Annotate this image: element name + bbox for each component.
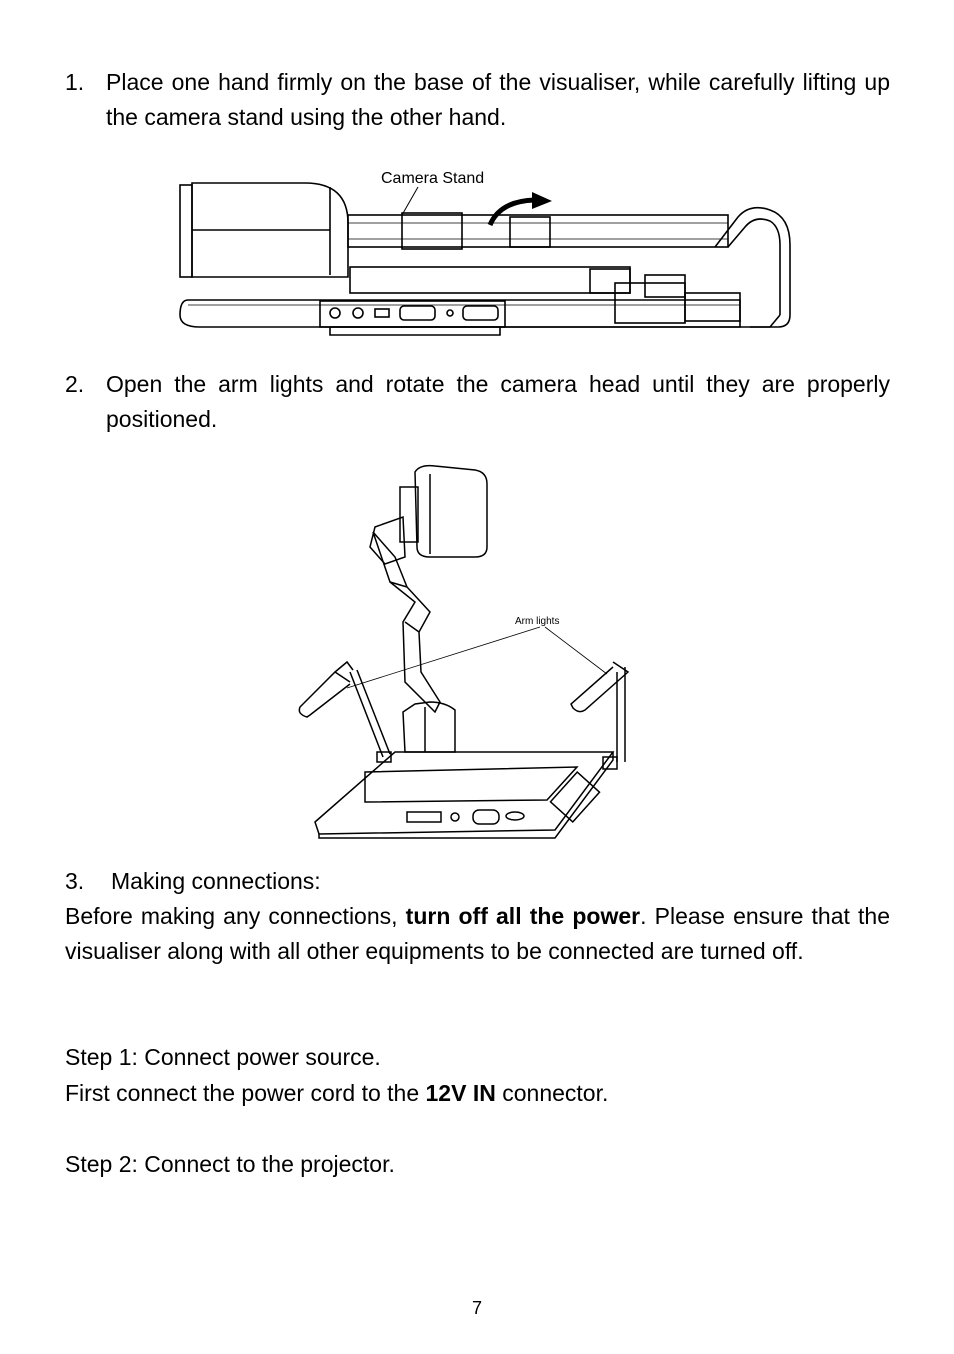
intro-text-bold: turn off all the power	[405, 903, 641, 929]
connection-step-2-title: Step 2: Connect to the projector.	[65, 1151, 395, 1177]
step1-text-before: First connect the power cord to the	[65, 1080, 426, 1106]
step-1-text: Place one hand firmly on the base of the…	[106, 69, 890, 130]
step-2: 2. Open the arm lights and rotate the ca…	[65, 367, 890, 437]
intro-text-after: . Please ensure that the visualiser alon…	[65, 903, 890, 964]
step-1: 1. Place one hand firmly on the base of …	[65, 65, 890, 135]
connection-step-1-text: First connect the power cord to the 12V …	[65, 1076, 890, 1111]
arm-lights-label: Arm lights	[515, 616, 559, 627]
camera-stand-label: Camera Stand	[381, 170, 484, 187]
intro-text-before: Before making any connections,	[65, 903, 406, 929]
step-2-text: Open the arm lights and rotate the camer…	[106, 371, 890, 432]
page-number: 7	[471, 1298, 482, 1318]
step-3-number: 3.	[65, 868, 85, 894]
figure-opened-visualiser: Arm lights	[295, 462, 640, 840]
connection-step-1-title: Step 1: Connect power source.	[65, 1044, 381, 1070]
opened-visualiser-drawing: Arm lights	[298, 464, 630, 839]
folded-visualiser-drawing: Camera Stand	[179, 170, 791, 336]
step-1-number: 1.	[65, 69, 85, 95]
step1-text-after: connector.	[495, 1080, 609, 1106]
step-3-text: Making connections:	[111, 868, 321, 894]
connections-intro: Before making any connections, turn off …	[65, 899, 890, 969]
step-2-number: 2.	[65, 371, 85, 397]
step-3: 3. Making connections:	[65, 864, 890, 899]
step1-text-bold: 12V IN	[425, 1080, 496, 1106]
figure-folded-visualiser: Camera Stand	[170, 165, 800, 343]
